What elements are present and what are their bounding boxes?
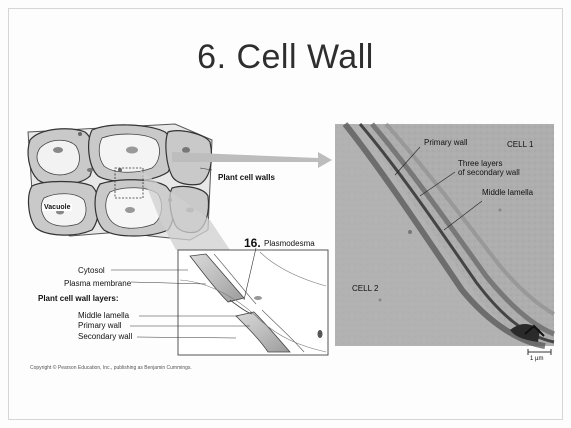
micrograph-primary-wall-label: Primary wall	[424, 138, 468, 147]
plasmodesma-label: Plasmodesma	[264, 239, 315, 248]
micrograph-image	[335, 124, 554, 346]
plasma-membrane-label: Plasma membrane	[64, 279, 131, 288]
copyright-notice: Copyright © Pearson Education, Inc., pub…	[30, 365, 192, 371]
cell-2-label: CELL 2	[352, 284, 378, 293]
primary-wall-label: Primary wall	[78, 321, 122, 330]
wall-layers-heading: Plant cell wall layers:	[38, 294, 118, 303]
micrograph-middle-lamella-label: Middle lamella	[482, 188, 533, 197]
secondary-wall-label: Secondary wall	[78, 332, 132, 341]
scale-bar	[528, 349, 551, 355]
plasmodesma-number: 16.	[244, 236, 261, 250]
plant-cell-walls-label: Plant cell walls	[218, 173, 275, 182]
cell-1-label: CELL 1	[507, 140, 533, 149]
middle-lamella-label: Middle lamella	[78, 311, 129, 320]
scale-bar-label: 1 µm	[530, 356, 543, 362]
vacuole-label: Vacuole	[42, 204, 72, 211]
secondary-layers-label-line2: of secondary wall	[458, 168, 520, 177]
cytosol-label: Cytosol	[78, 266, 105, 275]
wall-detail-inset	[178, 250, 328, 355]
secondary-layers-label-line1: Three layers	[458, 159, 502, 168]
